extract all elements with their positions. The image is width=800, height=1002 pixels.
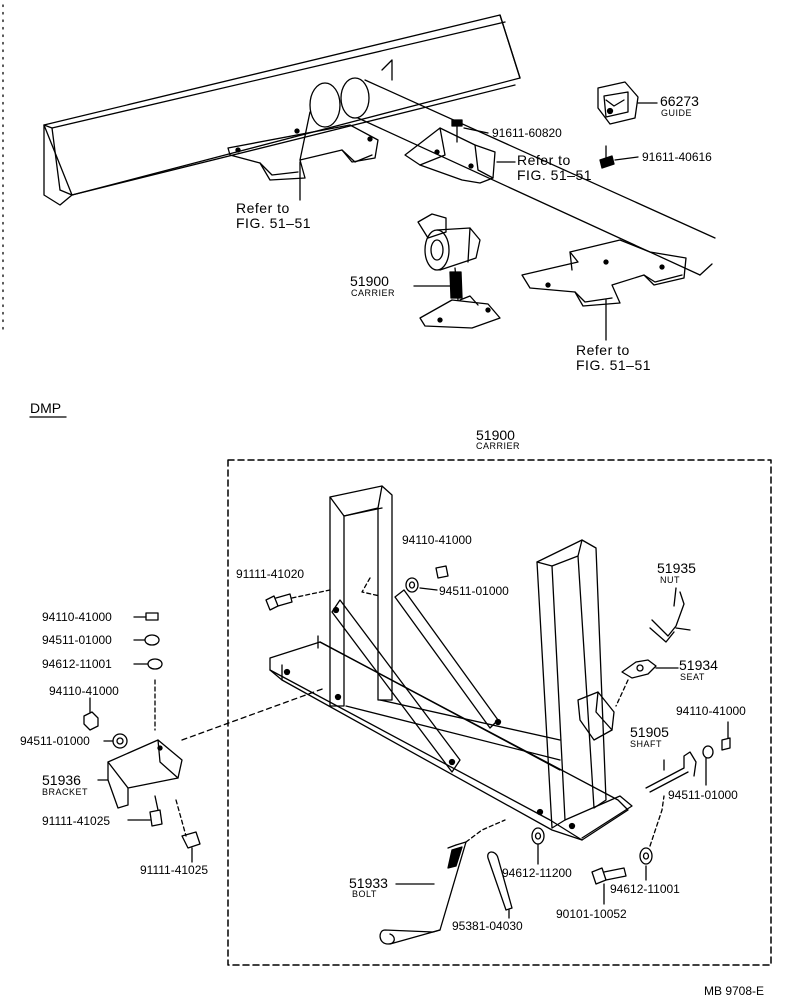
bolt-91611-60820	[451, 119, 489, 143]
wing-nut-51935	[649, 587, 691, 643]
label-51900-upper-num: 51900	[350, 273, 389, 289]
bolt-91111-41020	[265, 589, 331, 611]
label-94612-11001: 94612-11001	[610, 882, 680, 896]
label-51933-name: BOLT	[352, 889, 377, 899]
bolt-91111-41025-a	[127, 795, 163, 827]
label-94511-top: 94511-01000	[439, 584, 509, 598]
label-51900-upper-name: CARRIER	[351, 288, 396, 298]
label-91611-60820: 91611-60820	[492, 126, 562, 140]
bracket-51936	[97, 687, 326, 809]
label-94511-left: 94511-01000	[20, 734, 90, 748]
guide-66273	[597, 81, 658, 125]
label-left-list-3: 94612-11001	[42, 657, 112, 671]
carrier-boundary-box	[227, 459, 772, 966]
bolt-91611-40616	[599, 145, 639, 169]
label-carrier-name: CARRIER	[476, 441, 521, 451]
ref-bottom-line2: FIG. 51–51	[576, 357, 652, 373]
right-mount-plate	[521, 239, 687, 307]
label-91111-41025-a: 91111-41025	[42, 814, 111, 828]
washer-94612-11200	[531, 827, 545, 865]
figure-code: MB 9708-E	[704, 984, 765, 998]
middle-bracket	[404, 127, 496, 184]
label-91611-40616: 91611-40616	[642, 150, 712, 164]
label-51936-name: BRACKET	[42, 787, 89, 797]
label-94511-right: 94511-01000	[668, 788, 738, 802]
carrier-assembly-upper	[413, 213, 501, 329]
label-91111-41020: 91111-41020	[236, 567, 305, 581]
ref-left-line2: FIG. 51–51	[236, 215, 312, 231]
ref-bottom-line1: Refer to	[576, 342, 630, 358]
label-51935-name: NUT	[660, 575, 680, 585]
cotter-pin-95381	[487, 851, 513, 919]
label-51933-num: 51933	[349, 875, 388, 891]
label-51936-num: 51936	[42, 772, 81, 788]
section-label-dmp: DMP	[30, 400, 62, 416]
label-51905-name: SHAFT	[630, 739, 663, 749]
label-51935-num: 51935	[657, 560, 696, 576]
label-95381-04030: 95381-04030	[452, 919, 523, 933]
label-51934-name: SEAT	[680, 672, 705, 682]
nut-94110-top	[361, 565, 449, 597]
label-94110-right: 94110-41000	[676, 704, 746, 718]
shaft-51905	[645, 721, 731, 793]
bolt-90101-10052	[591, 867, 627, 905]
left-hardware	[83, 612, 163, 749]
label-90101-10052: 90101-10052	[556, 907, 627, 921]
ref-mid-line1: Refer to	[517, 152, 571, 168]
label-66273-name: GUIDE	[661, 108, 693, 118]
label-66273-num: 66273	[660, 93, 699, 109]
label-94110-top: 94110-41000	[402, 533, 472, 547]
label-51934-num: 51934	[679, 657, 718, 673]
washer-94612-11001-right	[639, 795, 665, 881]
upper-leaders	[299, 161, 607, 341]
seat-51934	[615, 659, 679, 707]
label-51905-num: 51905	[630, 724, 669, 740]
ref-mid-line2: FIG. 51–51	[517, 167, 593, 183]
label-left-list-1: 94110-41000	[42, 610, 112, 624]
j-bolt-51933	[379, 819, 506, 945]
left-mount-plate	[227, 124, 379, 181]
carrier-frame	[269, 485, 633, 841]
label-94110-left: 94110-41000	[49, 684, 119, 698]
ref-left-line1: Refer to	[236, 200, 290, 216]
label-carrier-num: 51900	[476, 427, 515, 443]
label-94612-11200: 94612-11200	[502, 866, 572, 880]
frame-rail	[43, 14, 521, 206]
label-left-list-2: 94511-01000	[42, 633, 112, 647]
cross-tube	[299, 59, 716, 276]
bolt-91111-41025-b	[175, 799, 201, 863]
label-91111-41025-b: 91111-41025	[140, 863, 209, 877]
